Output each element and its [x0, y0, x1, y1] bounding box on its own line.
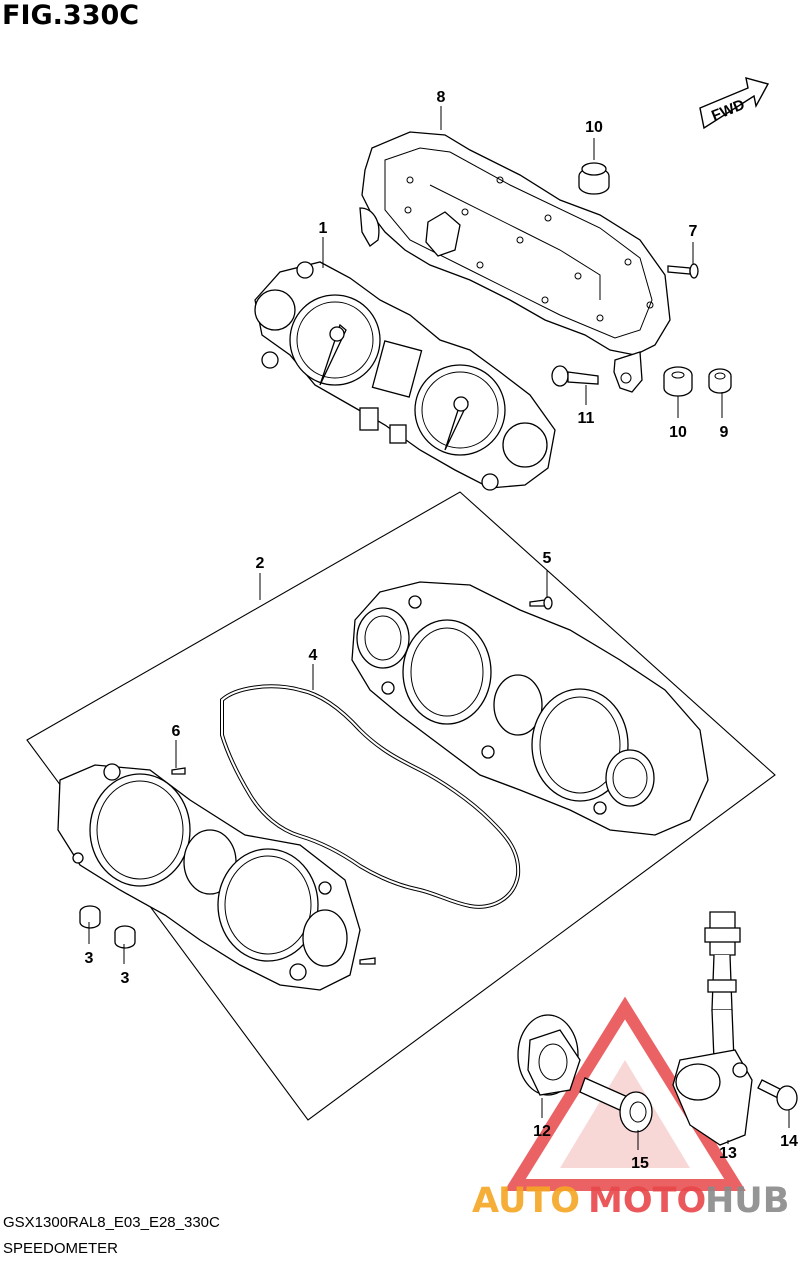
callout-1: 1 [319, 220, 328, 237]
callout-3-right: 3 [121, 970, 130, 987]
callout-12: 12 [533, 1123, 551, 1140]
shaft-part-15 [579, 1077, 653, 1133]
grommet-part-10-lower [663, 366, 693, 397]
callout-5: 5 [543, 550, 552, 567]
callout-10-upper: 10 [585, 119, 603, 136]
callout-10-lower: 10 [669, 424, 687, 441]
callouts: 8 10 7 1 11 10 9 2 5 4 6 3 3 12 15 13 14 [85, 89, 798, 1172]
rear-case-part-8 [359, 131, 671, 393]
collar-part-9 [708, 368, 732, 394]
rubber-part-3-right [114, 925, 136, 949]
screw-part-7 [667, 263, 699, 279]
lens-panel [57, 763, 376, 991]
fwd-label: FWD [709, 96, 747, 125]
meter-assembly-part-1 [254, 261, 556, 491]
watermark-logo: AUTO MOTO HUB [472, 1181, 789, 1221]
figure-code: GSX1300RAL8_E03_E28_330C [3, 1214, 220, 1231]
bolt-part-14 [757, 1079, 798, 1111]
watermark-part3: HUB [705, 1181, 789, 1221]
fwd-arrow-icon: FWD [699, 77, 770, 130]
assembly-boundary-part-2 [26, 491, 776, 1121]
screw-part-11 [551, 365, 599, 387]
sensor-part-13 [672, 911, 753, 1146]
rubber-part-3-left [79, 905, 101, 929]
watermark-part2: MOTO [588, 1181, 706, 1221]
watermark-part1: AUTO [472, 1181, 580, 1221]
callout-3-left: 3 [85, 950, 94, 967]
callout-2: 2 [256, 555, 265, 572]
callout-13: 13 [719, 1145, 737, 1162]
figure-title: FIG.330C [2, 0, 140, 31]
callout-4: 4 [309, 647, 318, 664]
screw-part-5 [529, 596, 553, 610]
callout-7: 7 [689, 223, 698, 240]
front-case [351, 581, 709, 836]
callout-15: 15 [631, 1155, 649, 1172]
callout-11: 11 [578, 410, 595, 427]
callout-14: 14 [780, 1133, 798, 1150]
callout-9: 9 [720, 424, 729, 441]
grommet-part-10-upper [578, 162, 610, 195]
callout-6: 6 [172, 723, 181, 740]
callout-8: 8 [437, 89, 446, 106]
gear-part-12 [517, 1014, 581, 1096]
figure-name: SPEEDOMETER [3, 1240, 119, 1257]
leader-lines [88, 106, 790, 1150]
